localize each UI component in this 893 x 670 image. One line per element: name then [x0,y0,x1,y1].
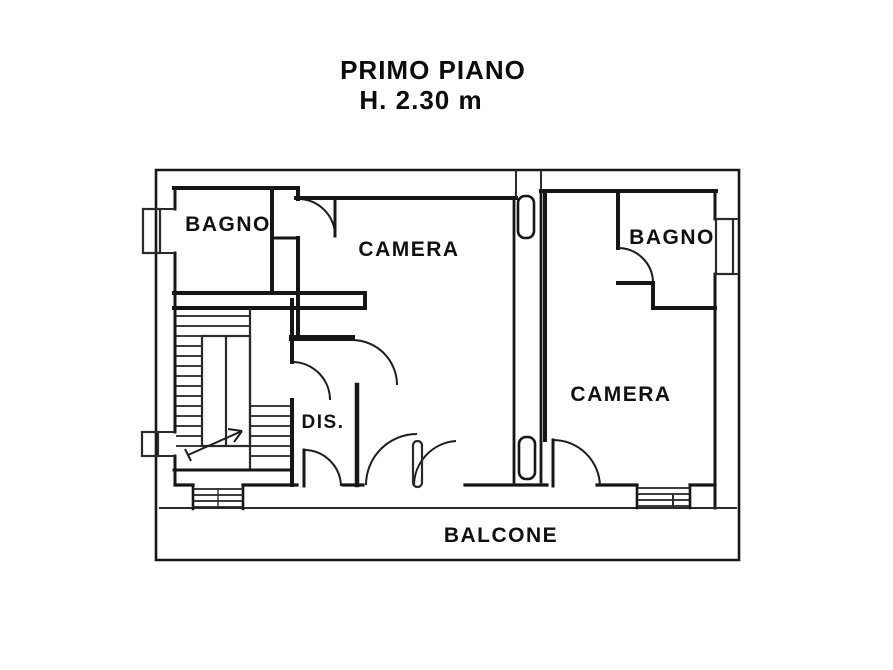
outer-boundary-wall [154,168,741,562]
double-door-leaf [411,439,424,489]
bedroom-left-walls [294,170,518,335]
hallway-to-bedroom-door-arc [351,339,398,386]
window-bottom-left [191,483,245,511]
plan-title: PRIMO PIANO [340,55,526,85]
bathroom-right-bottom-wall [616,281,717,310]
room-label-balcone: BALCONE [444,524,558,547]
stair-right-flight-treads [250,405,292,457]
bathroom-left-top-wall [172,186,300,201]
stair-left-flight-treads [176,345,202,447]
stairs-to-hallway-door-arc [291,361,331,401]
room-label-bagno-left: BAGNO [185,213,271,236]
room-label-bagno-right: BAGNO [629,226,715,249]
bathroom-left-door-arc [297,198,336,237]
bedroom-right-walls [539,189,718,442]
bathroom-right-walls [616,189,717,310]
staircase [172,308,294,472]
room-label-camera-right: CAMERA [570,383,671,406]
window-left-lower [140,430,175,458]
windows [140,207,739,511]
window-bottom-right [635,483,692,510]
window-right [714,217,739,276]
bathroom-right-door-arc [617,247,654,284]
stair-upper-treads [176,315,250,337]
bedroom-left-balcony-double-door [365,433,457,489]
hallway-balcony-door [302,448,342,488]
room-label-dis: DIS. [302,412,345,433]
balcony-doors [302,433,601,489]
room-label-camera-left: CAMERA [358,238,459,261]
pillar-top [516,194,536,240]
plan-height-note: H. 2.30 m [359,85,482,115]
bathroom-left-bottom-wall [172,291,367,310]
hallway-walls [289,298,398,488]
bathroom-left-walls [172,186,367,310]
bedroom-right-balcony-door [551,438,601,488]
pillar-bottom [517,435,537,481]
stair-direction-arrow [184,428,243,462]
window-left-upper [141,207,175,255]
central-partition [512,170,543,484]
labels: PRIMO PIANO H. 2.30 m BAGNO CAMERA BAGNO… [185,55,715,547]
